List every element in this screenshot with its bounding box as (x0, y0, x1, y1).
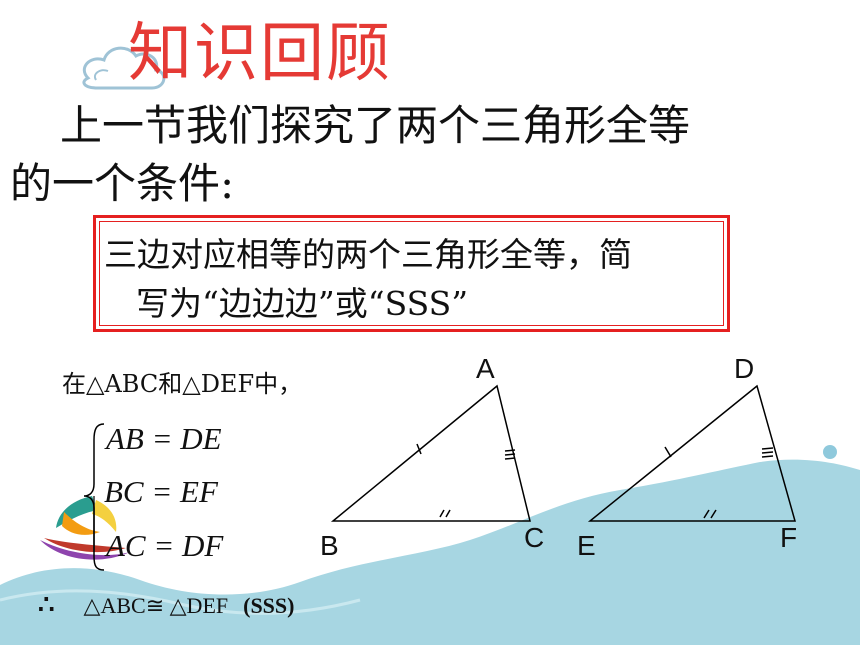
theorem-line-2: 写为“边边边”或“SSS” (136, 284, 469, 323)
equation-bc-ef: BC = EF (104, 474, 218, 509)
wave-decoration (0, 459, 860, 645)
theorem-box-inner-border (99, 221, 724, 326)
vertex-b: B (320, 530, 339, 561)
triangle-def (587, 384, 796, 522)
wave-highlight (0, 589, 361, 615)
intro-line-1: 上一节我们探究了两个三角形全等 (60, 101, 691, 150)
vertex-e: E (577, 530, 596, 561)
conclusion-line: ∴ △ABC≅ △DEF (SSS) (38, 590, 294, 620)
vertex-d: D (734, 353, 755, 384)
cloud-icon (82, 46, 166, 90)
triangle-abc (330, 384, 531, 522)
intro-line-2: 的一个条件: (10, 159, 235, 208)
congruence-statement: △ABC≅ △DEF (83, 593, 229, 618)
theorem-box (93, 215, 730, 332)
equation-ac-df: AC = DF (106, 528, 224, 563)
proof-intro: 在△ABC和△DEF中， (62, 370, 303, 398)
brace (83, 423, 105, 571)
equation-ab-de: AB = DE (106, 421, 222, 456)
page-title: 知识回顾 (128, 17, 392, 91)
theorem-line-1: 三边对应相等的两个三角形全等，简 (104, 235, 632, 274)
vertex-f: F (780, 522, 798, 553)
therefore-symbol: ∴ (38, 590, 55, 619)
congruence-reason: (SSS) (243, 593, 295, 618)
dot-decoration (823, 445, 837, 459)
vertex-c: C (524, 522, 545, 553)
vertex-a: A (476, 353, 495, 384)
